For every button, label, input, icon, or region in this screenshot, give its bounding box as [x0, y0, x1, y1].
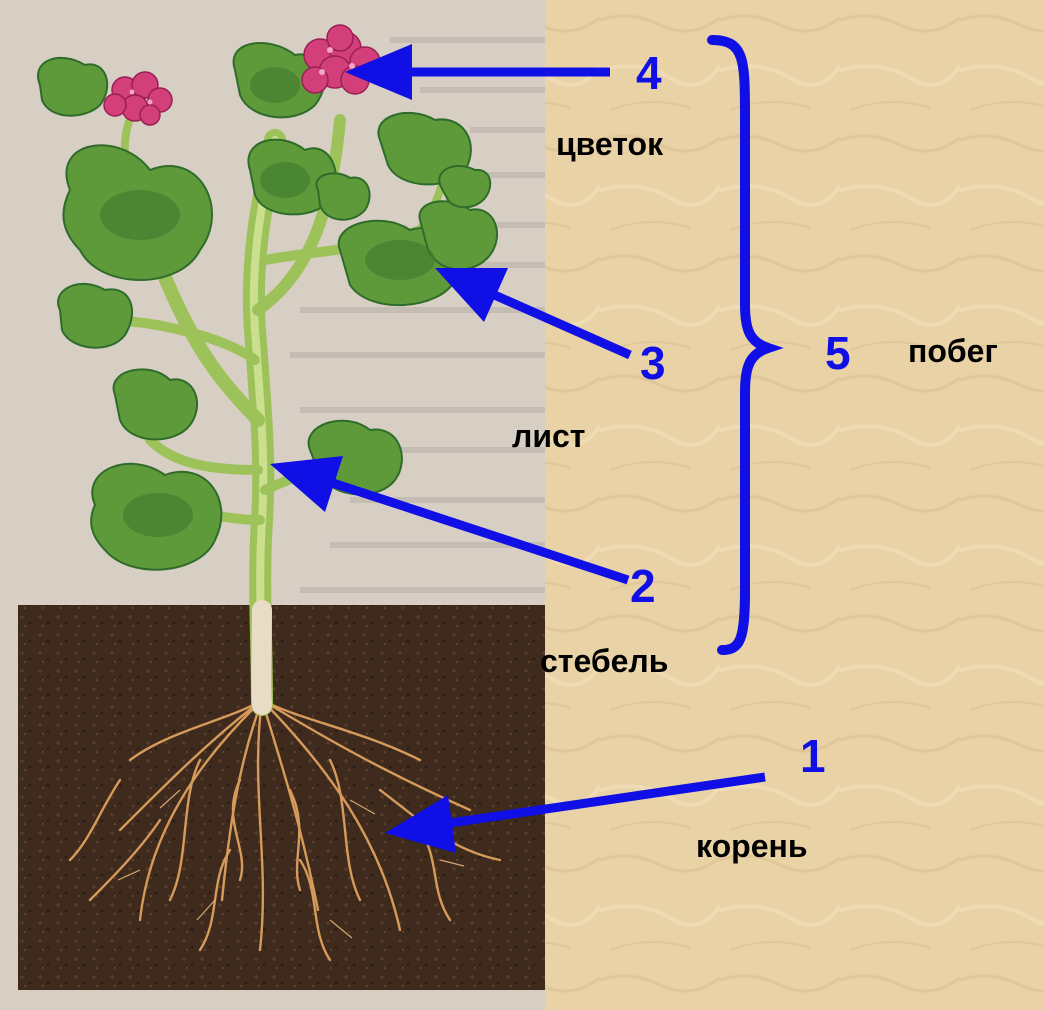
number-shoot: 5: [825, 330, 851, 376]
label-root: корень: [696, 830, 807, 862]
number-flower: 4: [636, 50, 662, 96]
label-flower: цветок: [556, 128, 663, 160]
number-stem: 2: [630, 563, 656, 609]
label-stem: стебель: [540, 645, 668, 677]
label-shoot: побег: [908, 335, 998, 367]
number-leaf: 3: [640, 340, 666, 386]
soil: [18, 605, 545, 990]
number-root: 1: [800, 733, 826, 779]
label-leaf: лист: [512, 420, 585, 452]
